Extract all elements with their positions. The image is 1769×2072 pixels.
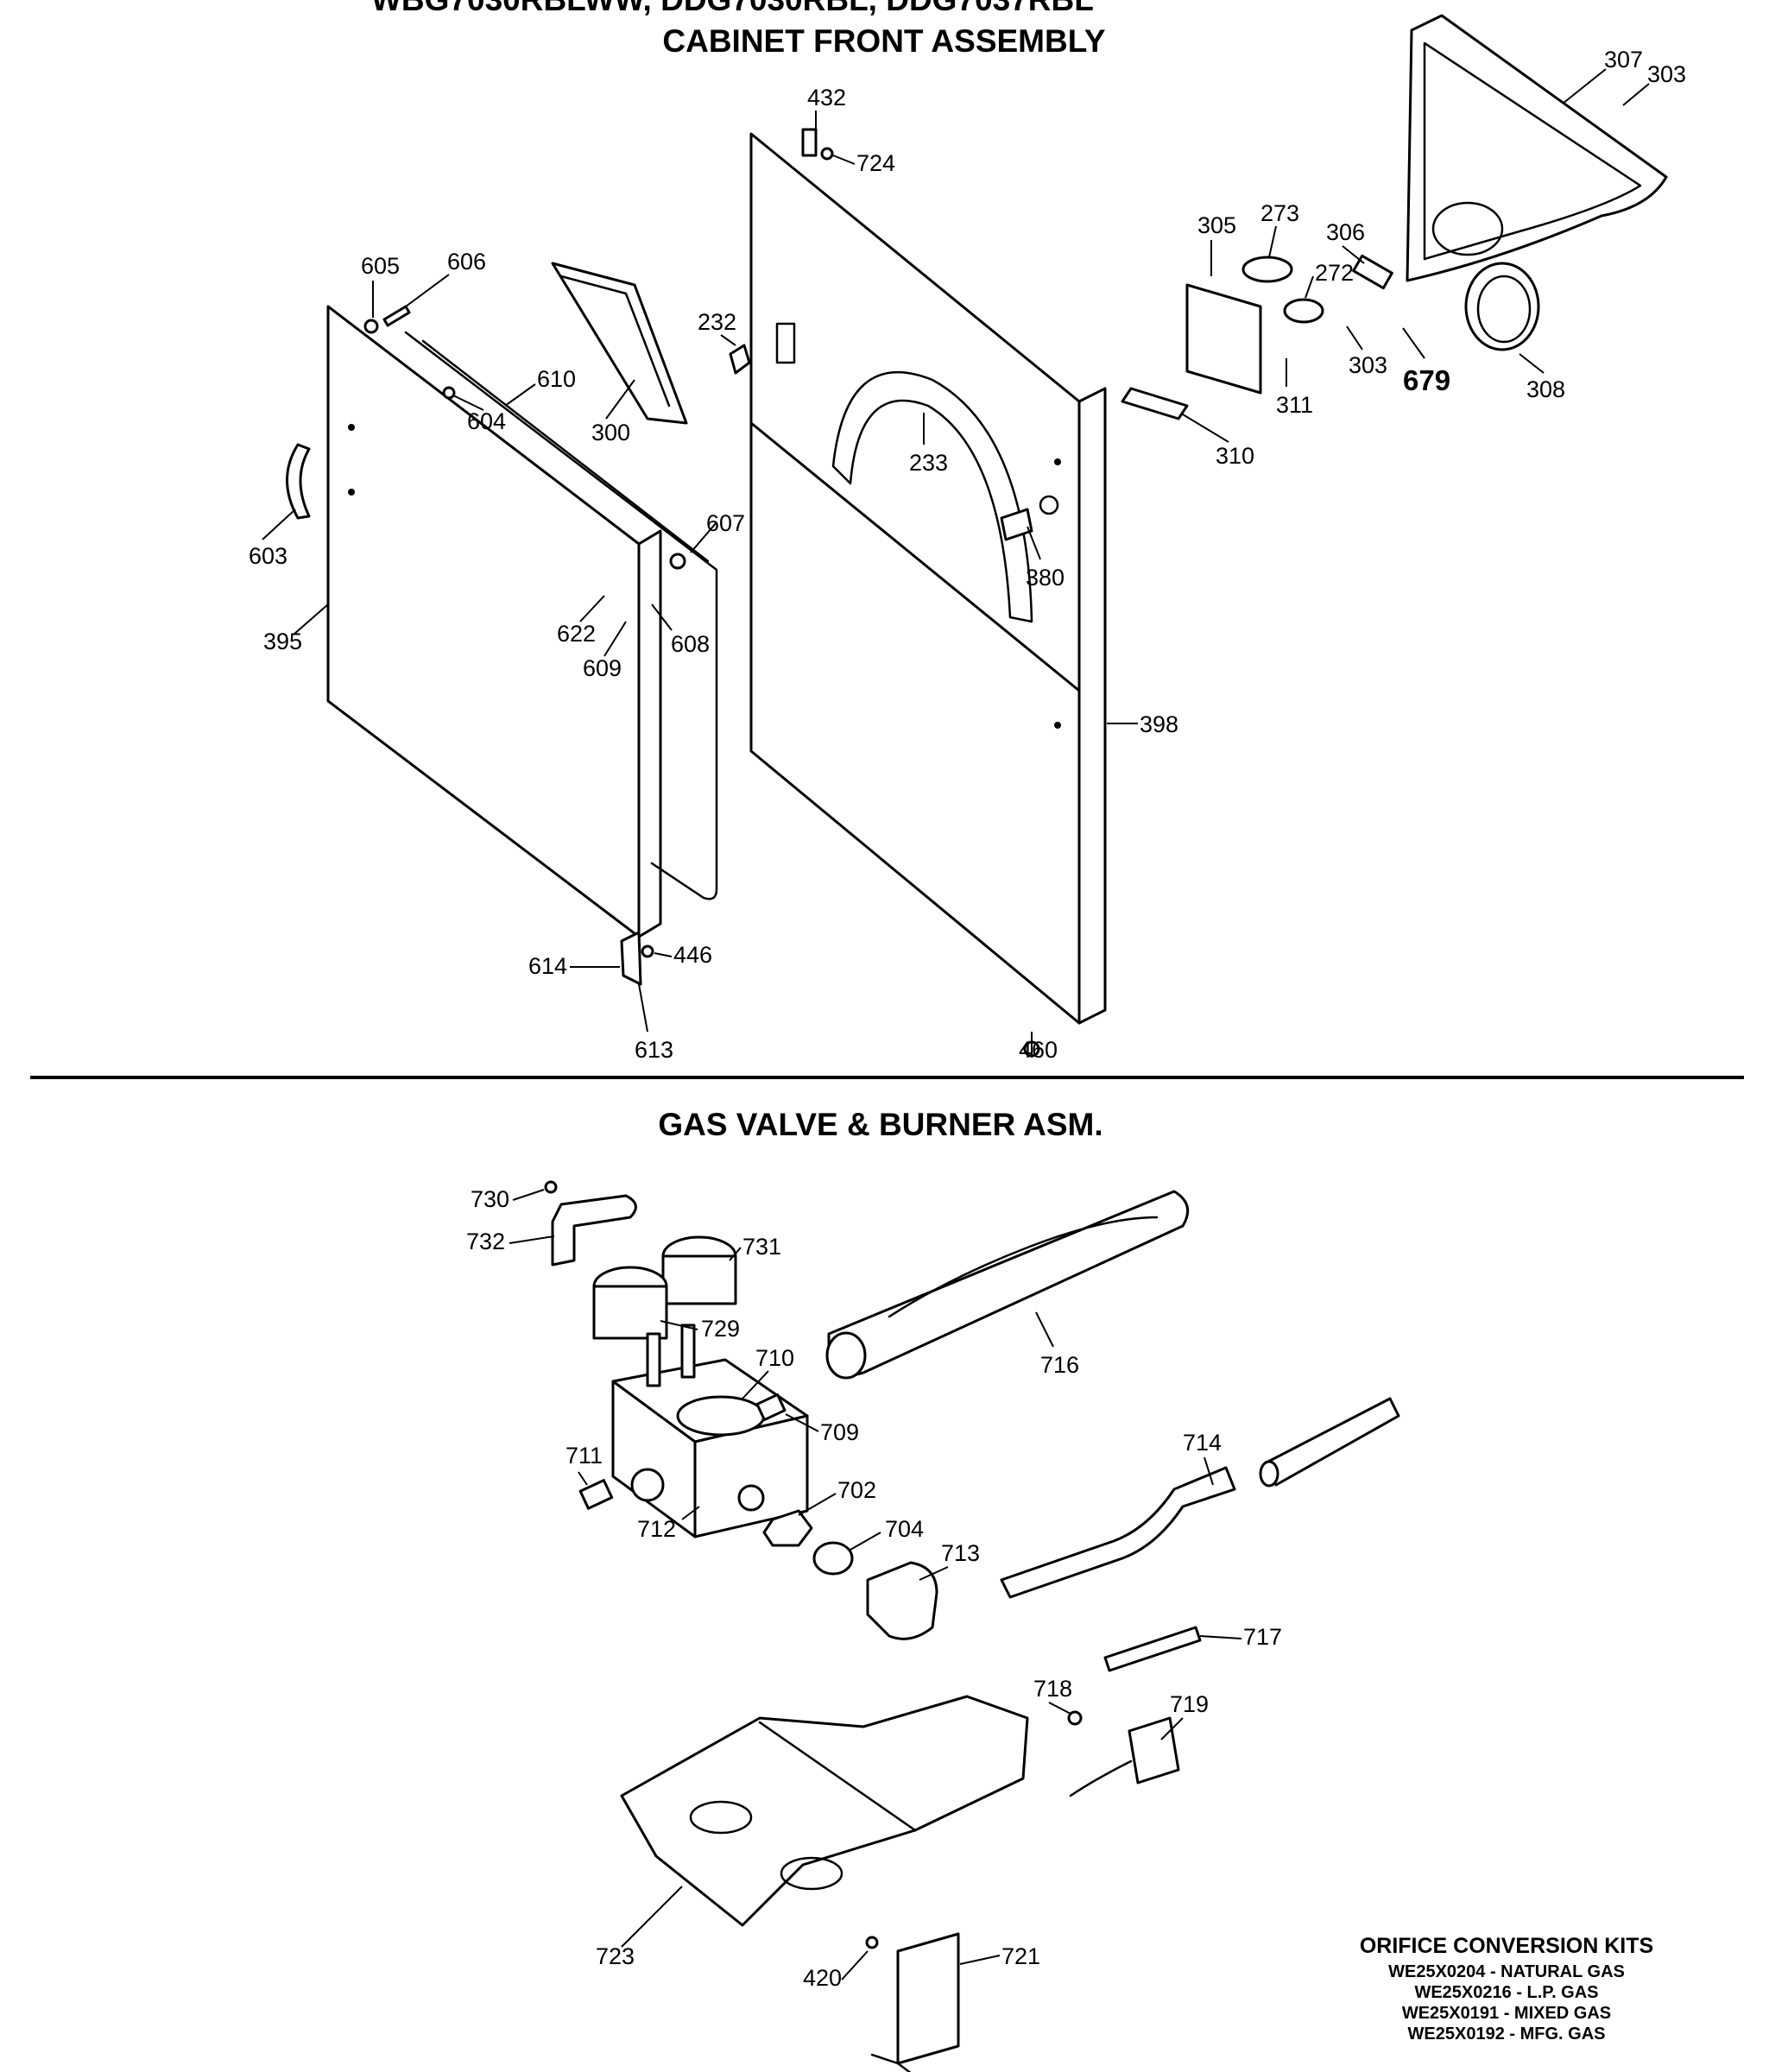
callout-308: 308 xyxy=(1526,376,1565,402)
front-bracket xyxy=(1406,14,1668,282)
callout-232: 232 xyxy=(698,309,736,335)
callout-717: 717 xyxy=(1243,1624,1282,1650)
callout-710: 710 xyxy=(755,1345,794,1371)
valve-coils xyxy=(592,1235,737,1340)
callout-273: 273 xyxy=(1260,200,1299,226)
callout-603: 603 xyxy=(249,543,287,569)
callout-305: 305 xyxy=(1197,212,1236,238)
kit-mixed-gas: WE25X0191 - MIXED GAS xyxy=(1402,2004,1611,2023)
callout-609: 609 xyxy=(583,655,622,681)
callout-398: 398 xyxy=(1140,711,1178,737)
callout-432: 432 xyxy=(807,85,846,111)
callout-704: 704 xyxy=(885,1516,924,1542)
callout-608: 608 xyxy=(671,631,710,657)
front-panel xyxy=(749,132,1107,1025)
duct-seal-ring xyxy=(1464,262,1540,351)
gas-valve-body xyxy=(611,1323,809,1538)
callout-732: 732 xyxy=(466,1229,505,1254)
callout-460: 460 xyxy=(1019,1037,1058,1063)
callout-607: 607 xyxy=(706,510,745,536)
callout-306: 306 xyxy=(1326,219,1365,245)
callout-622: 622 xyxy=(557,621,596,647)
callout-605: 605 xyxy=(361,253,400,279)
cabinet-front-title: CABINET FRONT ASSEMBLY xyxy=(662,23,1106,59)
callout-724: 724 xyxy=(856,150,895,176)
callout-606: 606 xyxy=(447,249,486,275)
callout-303b: 303 xyxy=(1349,352,1387,378)
burner-tube xyxy=(825,1190,1190,1380)
callout-679: 679 xyxy=(1403,364,1450,396)
thermostat-cover xyxy=(1185,283,1262,395)
callout-723: 723 xyxy=(596,1943,635,1969)
orifice-kits-box: ORIFICE CONVERSION KITS WE25X0204 - NATU… xyxy=(1360,1934,1653,2044)
callout-718: 718 xyxy=(1033,1676,1072,1702)
burner-bracket xyxy=(620,1695,1029,1927)
coil-bracket xyxy=(544,1180,637,1267)
door-panel xyxy=(326,305,718,938)
callout-300: 300 xyxy=(591,420,630,445)
gas-valve-callouts: 730 732 731 729 716 710 709 711 712 702 … xyxy=(466,1186,1282,1991)
callout-711: 711 xyxy=(565,1443,603,1469)
callout-604: 604 xyxy=(467,408,506,434)
callout-730: 730 xyxy=(471,1186,509,1212)
callout-307: 307 xyxy=(1604,47,1643,73)
callout-729: 729 xyxy=(701,1316,740,1342)
kit-natural-gas: WE25X0204 - NATURAL GAS xyxy=(1388,1962,1625,1981)
callout-716: 716 xyxy=(1040,1352,1079,1378)
callout-272: 272 xyxy=(1315,260,1354,286)
kit-mfg-gas: WE25X0192 - MFG. GAS xyxy=(1408,2025,1606,2044)
callout-310: 310 xyxy=(1216,443,1254,469)
callout-714: 714 xyxy=(1183,1430,1222,1456)
callout-721: 721 xyxy=(1001,1943,1040,1969)
callout-613: 613 xyxy=(635,1037,673,1063)
callout-311: 311 xyxy=(1276,392,1313,418)
gas-valve-title: GAS VALVE & BURNER ASM. xyxy=(658,1107,1102,1142)
kit-lp-gas: WE25X0216 - L.P. GAS xyxy=(1414,1983,1598,2002)
heat-shield xyxy=(865,1932,960,2072)
callout-731: 731 xyxy=(742,1234,781,1260)
callout-713: 713 xyxy=(941,1540,980,1566)
lint-filter xyxy=(551,262,688,425)
model-title-fragment: WBG7030RBLWW, DDG7030RBL, DDG7037RBL xyxy=(371,0,1094,17)
callout-712: 712 xyxy=(637,1516,676,1542)
gas-valve-leaders xyxy=(509,1189,1242,1980)
callout-233: 233 xyxy=(909,450,948,476)
thermostat-parts xyxy=(1121,254,1393,420)
callout-709: 709 xyxy=(820,1419,859,1445)
callout-380: 380 xyxy=(1026,565,1065,591)
door-handle xyxy=(286,443,311,520)
cabinet-leaders xyxy=(262,68,1650,1058)
callout-420: 420 xyxy=(803,1965,842,1991)
gas-pipe xyxy=(1000,1397,1400,1599)
valve-fittings xyxy=(578,1393,938,1640)
callout-702: 702 xyxy=(837,1477,876,1503)
callout-446: 446 xyxy=(673,942,712,968)
callout-610: 610 xyxy=(537,366,576,392)
callout-719: 719 xyxy=(1170,1691,1209,1717)
small-fasteners xyxy=(363,128,1040,1058)
igniter-parts xyxy=(1067,1626,1202,1797)
callout-303a: 303 xyxy=(1647,61,1686,87)
orifice-kits-heading: ORIFICE CONVERSION KITS xyxy=(1360,1934,1653,1958)
cabinet-callouts: 432 724 307 303 605 606 232 305 273 306 … xyxy=(249,47,1686,1063)
callout-614: 614 xyxy=(528,953,567,979)
